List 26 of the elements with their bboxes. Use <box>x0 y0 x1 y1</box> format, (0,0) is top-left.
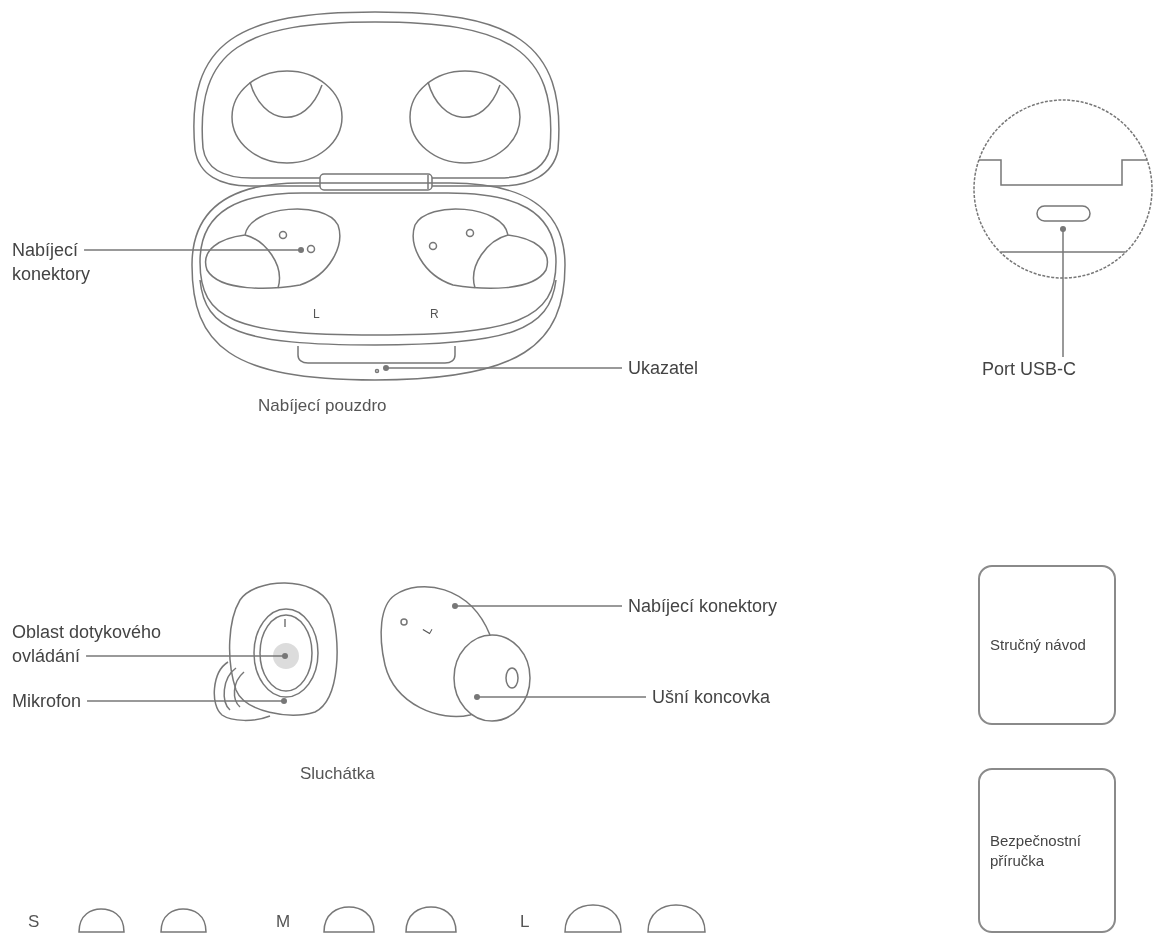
booklet-card <box>978 768 1116 933</box>
side-marker: R <box>430 306 439 323</box>
caption: Nabíjecí pouzdro <box>258 396 387 416</box>
leader-line <box>85 653 288 659</box>
booklet-title: Stručný návod <box>990 635 1086 655</box>
booklet-card <box>978 565 1116 725</box>
callout-label: Oblast dotykového ovládání <box>12 620 212 668</box>
leader-line <box>452 603 623 609</box>
callout-label: Nabíjecí konektory <box>628 594 808 618</box>
leader-line <box>383 365 623 371</box>
size-label: M <box>276 912 291 932</box>
side-marker: L <box>418 622 437 638</box>
callout-label: Port USB-C <box>982 357 1102 381</box>
caption: Sluchátka <box>300 764 375 784</box>
callout-label: Mikrofon <box>12 689 122 713</box>
size-label: S <box>28 912 40 932</box>
callout-label: Ušní koncovka <box>652 685 812 709</box>
leader-line <box>1060 226 1066 358</box>
leader-line <box>86 698 287 704</box>
booklet-title: Bezpečnostní příručka <box>990 830 1082 871</box>
callout-label: Nabíjecí konektory <box>12 238 127 286</box>
size-label: L <box>520 912 530 932</box>
callout-label: Ukazatel <box>628 356 738 380</box>
leader-line <box>474 694 647 700</box>
side-marker: L <box>313 306 320 323</box>
leader-line <box>83 247 304 253</box>
